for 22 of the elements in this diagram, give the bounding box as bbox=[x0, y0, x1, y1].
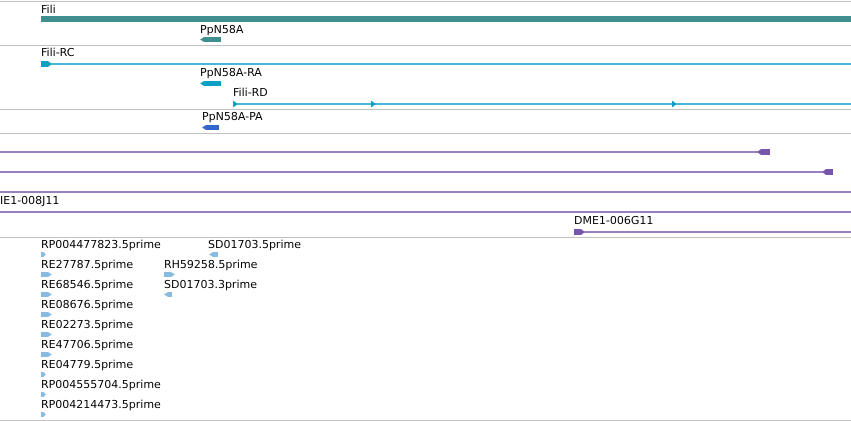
feature-label: SD01703.3prime bbox=[164, 278, 257, 291]
feature-label: RH59258.5prime bbox=[164, 258, 258, 271]
feature-label: RE02273.5prime bbox=[41, 318, 134, 331]
feature-label: PpN58A-PA bbox=[202, 110, 263, 123]
feature-label: IE1-008J11 bbox=[0, 194, 60, 207]
feature-label: SD01703.5prime bbox=[208, 238, 301, 251]
feature-label: RE68546.5prime bbox=[41, 278, 134, 291]
feature-label: Fili-RC bbox=[41, 46, 74, 59]
transcript-line bbox=[0, 148, 770, 156]
feature-label: RE47706.5prime bbox=[41, 338, 134, 351]
feature-label: RP004477823.5prime bbox=[41, 238, 161, 251]
feature-label: RP004214473.5prime bbox=[41, 398, 161, 411]
feature-label: DME1-006G11 bbox=[574, 214, 654, 227]
feature-label: Fili-RD bbox=[233, 86, 268, 99]
feature-label: RE04779.5prime bbox=[41, 358, 134, 371]
transcript-line bbox=[0, 168, 833, 176]
feature-label: RP004555704.5prime bbox=[41, 378, 161, 391]
feature-label: PpN58A-RA bbox=[200, 66, 262, 79]
feature-label: PpN58A bbox=[200, 23, 244, 36]
feature-label: RE27787.5prime bbox=[41, 258, 134, 271]
feature-label: RE08676.5prime bbox=[41, 298, 134, 311]
feature-label: Fili bbox=[41, 3, 56, 16]
